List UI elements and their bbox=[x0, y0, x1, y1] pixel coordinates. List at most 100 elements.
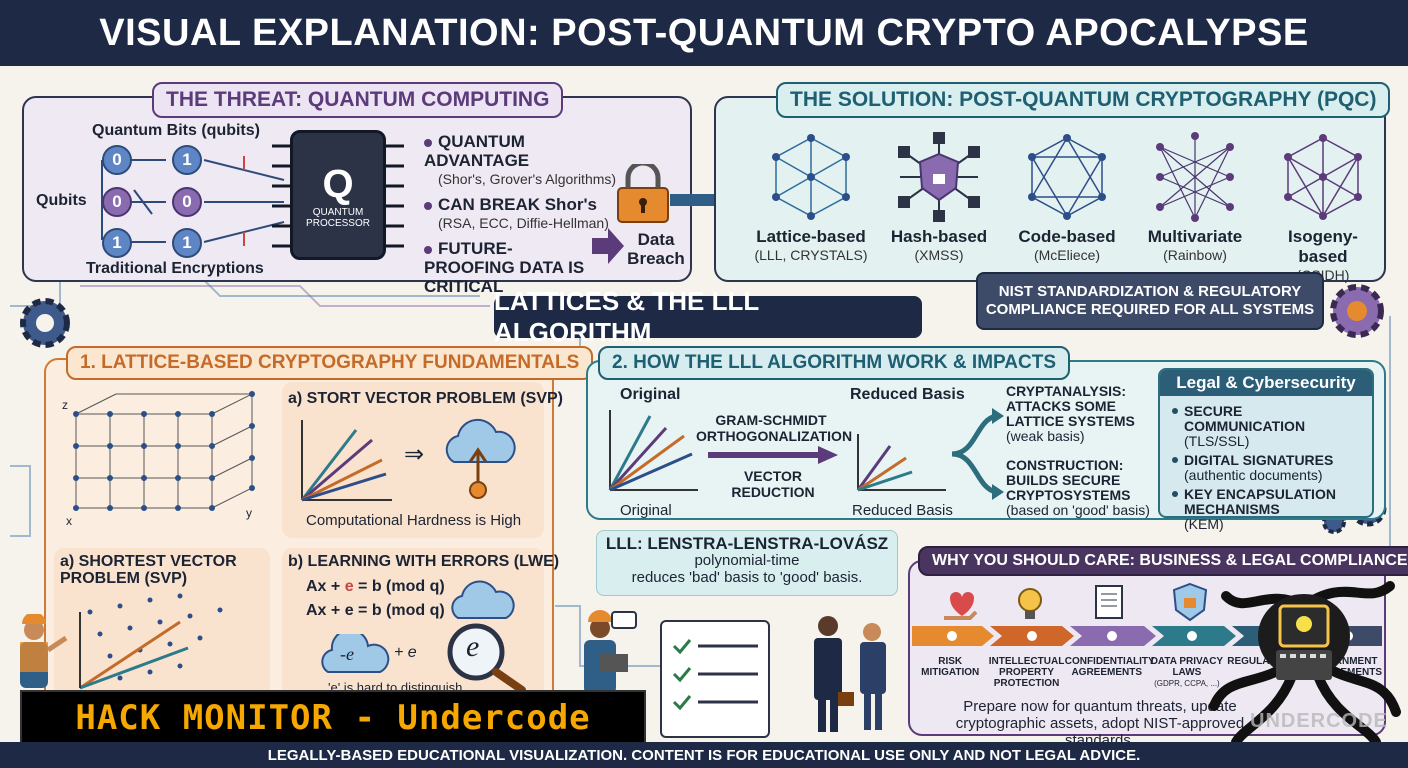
code-network-icon bbox=[1028, 134, 1106, 220]
lll-def-head: LLL: LENSTRA-LENSTRA-LOVÁSZ bbox=[605, 534, 889, 553]
pqc-name: Hash-based bbox=[890, 227, 988, 246]
lll-def-line: polynomial-time bbox=[694, 552, 800, 569]
business-people-figure bbox=[814, 616, 886, 732]
pqc-name: Lattice-based bbox=[756, 227, 866, 246]
error-cloud-icon bbox=[321, 634, 390, 673]
legal-item-sub: (KEM) bbox=[1184, 516, 1224, 532]
pqc-isogeny: Isogeny-based (CSIDH) bbox=[1264, 132, 1382, 283]
engineer-figure bbox=[20, 614, 68, 688]
lattice-cube-diagram bbox=[73, 391, 255, 511]
axis-z: z bbox=[62, 398, 68, 412]
cryptanalysis-head: CRYPTANALYSIS: ATTACKS SOME LATTICE SYST… bbox=[1006, 383, 1135, 429]
legal-heading: Legal & Cybersecurity bbox=[1160, 370, 1372, 396]
care-step: INTELLECTUAL PROPERTY PROTECTION bbox=[988, 656, 1065, 689]
magnifier-icon bbox=[447, 623, 526, 694]
lwe-equation-1: Ax + e = b (mod q) bbox=[306, 578, 445, 596]
bullet-sub: (RSA, ECC, Diffie-Hellman) bbox=[438, 215, 609, 231]
shield-lock-icon bbox=[1172, 582, 1208, 622]
bullet-dot bbox=[424, 138, 432, 147]
bullet-sub: (Shor's, Grover's Algorithms) bbox=[438, 171, 617, 187]
construction-sub: (based on 'good' basis) bbox=[1006, 502, 1150, 518]
care-icons-row bbox=[944, 582, 1208, 622]
checklist-clipboard bbox=[660, 620, 770, 738]
care-step: REGULATIONS bbox=[1227, 656, 1300, 667]
lwe-title: b) LEARNING WITH ERRORS (LWE) bbox=[288, 553, 560, 570]
chip-pins bbox=[272, 144, 404, 248]
qubit-top-left: 0 bbox=[102, 145, 132, 175]
legal-cybersecurity-box: Legal & Cybersecurity SECURE COMMUNICATI… bbox=[1158, 368, 1374, 532]
legal-item: KEY ENCAPSULATION MECHANISMS (KEM) bbox=[1160, 485, 1372, 534]
care-step: RISK MITIGATION bbox=[921, 656, 980, 678]
threat-bullets: QUANTUM ADVANTAGE (Shor's, Grover's Algo… bbox=[424, 132, 624, 296]
legal-item-sub: (TLS/SSL) bbox=[1184, 433, 1250, 449]
original-basis-diagram bbox=[608, 410, 698, 492]
hack-monitor-banner: HACK MONITOR - Undercode bbox=[20, 690, 646, 746]
reduced-bottom-label: Reduced Basis bbox=[852, 502, 953, 519]
care-step-sub: (GDPR, CCPA, ...) bbox=[1154, 679, 1220, 688]
reduced-basis-diagram bbox=[856, 434, 946, 492]
footer-disclaimer: LEGALLY-BASED EDUCATIONAL VISUALIZATION.… bbox=[0, 742, 1408, 768]
qubit-bottom-right: 1 bbox=[172, 228, 202, 258]
original-top-label: Original bbox=[620, 386, 681, 403]
plus-e-label: + e bbox=[394, 644, 417, 661]
bullet-head: QUANTUM ADVANTAGE bbox=[424, 132, 530, 170]
pqc-items: Lattice-based (LLL, CRYSTALS) Hash-based… bbox=[752, 132, 1382, 283]
pqc-sub: (LLL, CRYSTALS) bbox=[754, 247, 868, 263]
threat-heading: THE THREAT: QUANTUM COMPUTING bbox=[152, 82, 564, 118]
pqc-sub: (Rainbow) bbox=[1163, 247, 1227, 263]
pqc-multivariate: Multivariate (Rainbow) bbox=[1136, 132, 1254, 283]
implies-arrow: ⇒ bbox=[404, 441, 425, 468]
axis-y: y bbox=[246, 506, 252, 520]
bullet-head: FUTURE-PROOFING DATA IS CRITICAL bbox=[424, 239, 585, 296]
eq-error: e bbox=[344, 578, 354, 595]
pqc-name: Code-based bbox=[1018, 227, 1116, 246]
octopus-hacker-icon bbox=[1209, 581, 1401, 744]
gear-icon bbox=[1330, 284, 1384, 338]
construction-head: CONSTRUCTION: BUILDS SECURE CRYPTOSYSTEM… bbox=[1006, 457, 1131, 503]
lattice-title: LATTICES & THE LLL ALGORITHM bbox=[494, 286, 922, 347]
page-title: VISUAL EXPLANATION: POST-QUANTUM CRYPTO … bbox=[99, 11, 1309, 54]
pqc-sub: (XMSS) bbox=[914, 247, 964, 263]
multivariate-network-icon bbox=[1156, 132, 1234, 222]
qubit-mid-right: 0 bbox=[172, 187, 202, 217]
bullet-dot bbox=[424, 201, 432, 210]
legal-item-head: DIGITAL SIGNATURES bbox=[1184, 452, 1334, 468]
pqc-lattice: Lattice-based (LLL, CRYSTALS) bbox=[752, 132, 870, 283]
chip-letter: Q bbox=[322, 161, 354, 206]
bullet-head: CAN BREAK Shor's bbox=[438, 195, 597, 214]
cloud-icon bbox=[451, 580, 515, 619]
quantum-bits-label: Quantum Bits (qubits) bbox=[92, 122, 260, 139]
analyst-figure bbox=[584, 610, 637, 694]
pqc-name: Isogeny-based bbox=[1288, 227, 1358, 266]
title-bar: VISUAL EXPLANATION: POST-QUANTUM CRYPTO … bbox=[0, 0, 1408, 66]
legal-item: DIGITAL SIGNATURES (authentic documents) bbox=[1160, 451, 1372, 485]
care-step: DATA PRIVACY LAWS (GDPR, CCPA, ...) bbox=[1149, 656, 1225, 689]
gear-icon bbox=[20, 298, 70, 348]
pqc-name: Multivariate bbox=[1147, 227, 1243, 246]
nist-compliance-box: NIST STANDARDIZATION & REGULATORY COMPLI… bbox=[976, 272, 1324, 330]
cloud-e-label: -e bbox=[340, 644, 354, 664]
fundamentals-heading: 1. LATTICE-BASED CRYPTOGRAPHY FUNDAMENTA… bbox=[66, 346, 594, 380]
cryptanalysis-block: CRYPTANALYSIS: ATTACKS SOME LATTICE SYST… bbox=[1006, 384, 1156, 444]
vector-reduction-label: VECTOR REDUCTION bbox=[731, 468, 815, 500]
traditional-encryptions-label: Traditional Encryptions bbox=[86, 260, 264, 277]
vector-arrows-diagram bbox=[300, 420, 392, 502]
checklist-icon bbox=[672, 639, 758, 711]
pqc-code: Code-based (McEliece) bbox=[1008, 132, 1126, 283]
process-arrow bbox=[708, 446, 838, 464]
shortest-vector-title: a) SHORTEST VECTOR PROBLEM (SVP) bbox=[60, 553, 237, 587]
lens-e-label: e bbox=[466, 630, 480, 663]
bullet-can-break: CAN BREAK Shor's (RSA, ECC, Diffie-Hellm… bbox=[424, 195, 624, 233]
bullet-future-proofing: FUTURE-PROOFING DATA IS CRITICAL bbox=[424, 239, 594, 296]
data-breach-label: Data Breach bbox=[627, 230, 685, 268]
purple-arrow-icon bbox=[592, 228, 624, 264]
pqc-hash: Hash-based (XMSS) bbox=[880, 132, 998, 283]
solution-heading: THE SOLUTION: POST-QUANTUM CRYPTOGRAPHY … bbox=[776, 82, 1391, 118]
pqc-sub: (McEliece) bbox=[1033, 247, 1101, 263]
lll-heading: 2. HOW THE LLL ALGORITHM WORK & IMPACTS bbox=[598, 346, 1071, 380]
care-step-label: DATA PRIVACY LAWS bbox=[1150, 656, 1224, 678]
hack-monitor-text: HACK MONITOR - Undercode bbox=[75, 698, 591, 738]
chip-label: QUANTUM PROCESSOR bbox=[306, 206, 370, 229]
cloud-upload-icon bbox=[445, 418, 516, 499]
eq-part: Ax + bbox=[306, 578, 345, 595]
